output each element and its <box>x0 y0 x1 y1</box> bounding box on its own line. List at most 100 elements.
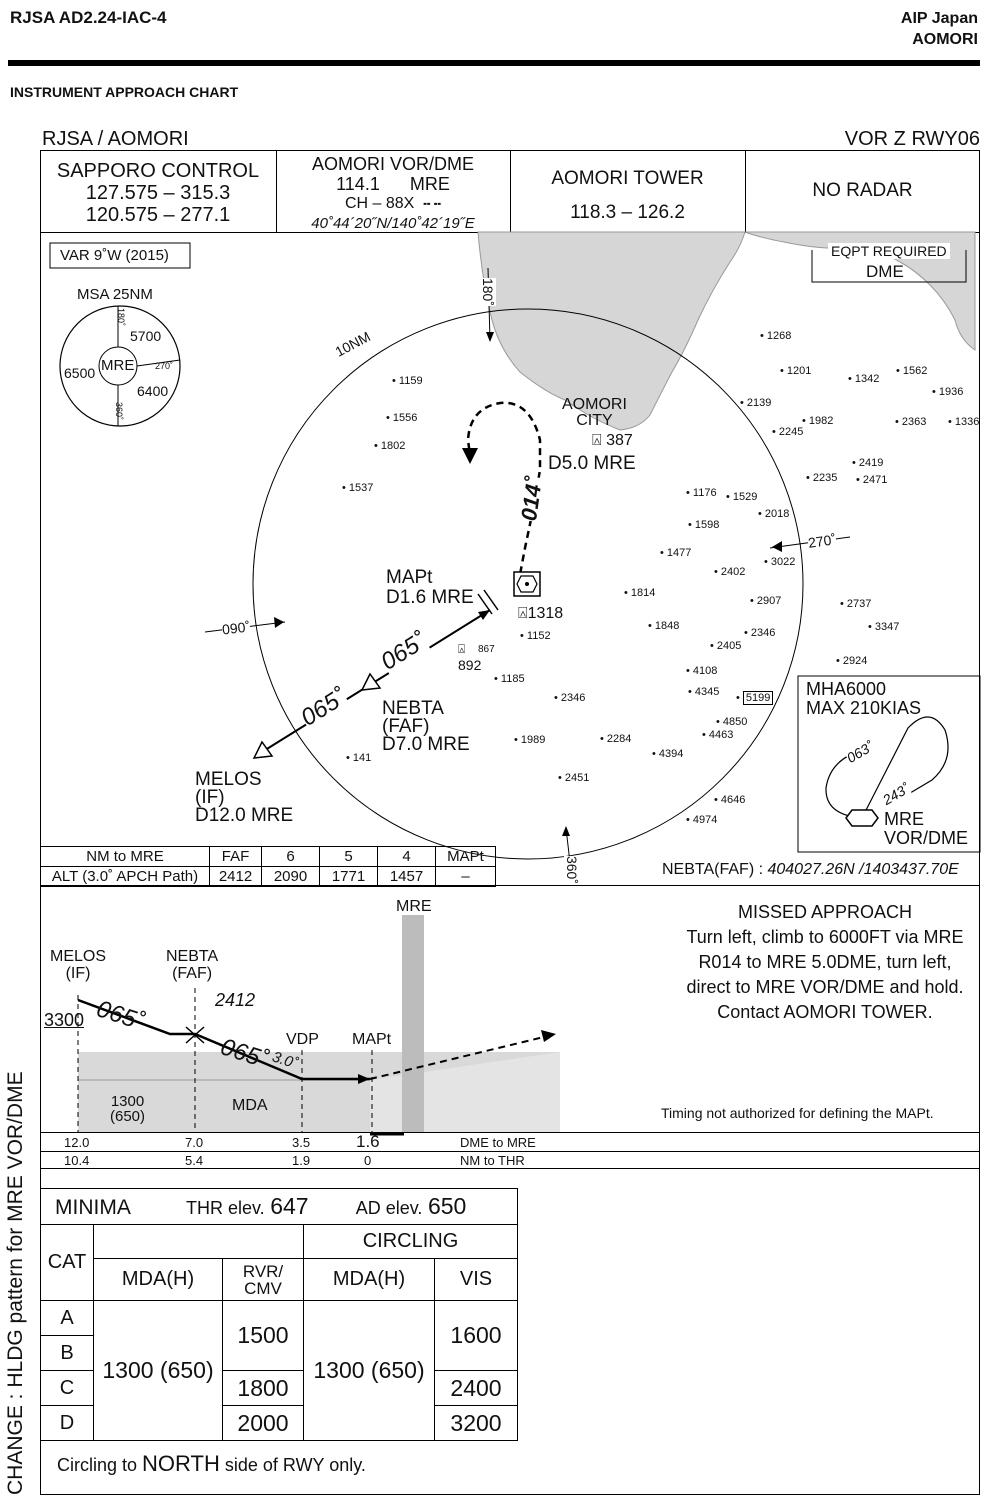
profile-mda-value: 1300 (650) <box>110 1094 145 1124</box>
spot-height: • 4394 <box>652 748 683 760</box>
dme-tick: 1.6 <box>356 1132 380 1151</box>
rvr-ab: 1500 <box>222 1300 304 1371</box>
spot-dot-icon: • <box>716 716 723 728</box>
nebta-fix: NEBTA (FAF) D7.0 MRE <box>382 698 470 754</box>
spot-height-value: 1159 <box>398 375 423 387</box>
thr-tick: 1.9 <box>292 1153 311 1168</box>
approach-course-line <box>261 609 491 753</box>
sapporo-name: SAPPORO CONTROL <box>56 160 260 182</box>
rvr-c: 1800 <box>222 1370 304 1406</box>
vis-header: VIS <box>434 1258 518 1301</box>
thr-tick: 5.4 <box>185 1153 204 1168</box>
holding-fix-type: VOR/DME <box>884 828 969 848</box>
circling-mda: 1300 (650) <box>303 1300 435 1441</box>
spot-height-value: 2737 <box>846 598 872 610</box>
melos-triangle <box>252 740 274 759</box>
profile-missed-path <box>369 1035 549 1080</box>
spot-height-value: 4463 <box>708 729 734 741</box>
vis-d: 3200 <box>434 1405 518 1441</box>
cat-header: CAT <box>40 1224 94 1301</box>
spot-dot-icon: • <box>760 330 767 342</box>
spot-height-value: 1982 <box>808 415 834 427</box>
spot-dot-icon: • <box>740 397 747 409</box>
spot-dot-icon: • <box>772 426 779 438</box>
mre-column <box>402 915 424 1132</box>
spot-height: • 4646 <box>714 794 745 806</box>
fix-name: NEBTA <box>382 698 444 719</box>
dist-cell: 1771 <box>319 866 378 887</box>
spot-dot-icon: • <box>780 365 787 377</box>
spot-height: • 4850 <box>716 716 747 728</box>
coastline-land <box>477 231 976 431</box>
mda-header: MDA(H) <box>93 1258 223 1301</box>
vor-freq: 114.1 <box>336 174 380 194</box>
dme-tick: 3.5 <box>292 1135 311 1150</box>
spot-height-value: 1268 <box>766 330 792 342</box>
spot-height-value: 1556 <box>392 412 418 424</box>
missed-approach-path <box>466 401 542 586</box>
holding-speed: MAX 210KIAS <box>806 698 922 718</box>
spot-dot-icon: • <box>840 598 847 610</box>
spot-height-value: 2245 <box>778 426 804 438</box>
vor-name: AOMORI VOR/DME <box>311 154 474 174</box>
coords-label: NEBTA(FAF) : <box>662 861 768 878</box>
spot-dot-icon: • <box>392 375 399 387</box>
vor-dme-info: AOMORI VOR/DME 114.1 MRE CH – 88X ╍ ╍ 40… <box>276 154 510 234</box>
dist-header: 6 <box>261 846 320 867</box>
profile-vdp: VDP <box>286 1031 319 1048</box>
morse-icon: ╍ ╍ <box>423 197 442 211</box>
eqpt-title: EQPT REQUIRED <box>828 243 950 259</box>
note-text: side of RWY only. <box>219 1455 366 1475</box>
circling-mda-header: MDA(H) <box>303 1258 435 1301</box>
holding-fix-name: MRE <box>884 809 924 829</box>
spot-dot-icon: • <box>848 373 855 385</box>
spot-height: • 1848 <box>648 620 679 632</box>
fix-role: (IF) <box>65 965 91 982</box>
msa-sector-5700: 5700 <box>130 328 162 344</box>
spot-dot-icon: • <box>868 621 875 633</box>
holding-box <box>797 675 981 853</box>
spot-height: • 141 <box>346 752 371 764</box>
spot-dot-icon: • <box>686 665 693 677</box>
spot-height-value: 2402 <box>720 566 746 578</box>
spot-height: • 1989 <box>514 734 545 746</box>
radial-label: 180˚ <box>480 277 497 307</box>
obstacle-height: 1318 <box>527 605 564 622</box>
dist-cell: 2090 <box>261 866 320 887</box>
coords-value: 404027.26N /1403437.70E <box>767 861 959 878</box>
melos-fix: MELOS (IF) D12.0 MRE <box>195 770 294 826</box>
missed-title: MISSED APPROACH <box>737 902 913 922</box>
obstacle-height: 387 <box>606 432 633 449</box>
chart-type: INSTRUMENT APPROACH CHART <box>10 84 239 100</box>
note-emphasis: NORTH <box>142 1451 220 1476</box>
profile-alt-3300: 3300 <box>44 1010 85 1030</box>
spot-dot-icon: • <box>624 587 631 599</box>
spot-height: • 2451 <box>558 772 589 784</box>
spot-height-value: 4646 <box>720 794 746 806</box>
spot-height-value: 2346 <box>750 627 776 639</box>
radial-label: 090˚ <box>221 618 251 638</box>
dme-tick: 7.0 <box>185 1135 204 1150</box>
publisher-block: AIP Japan AOMORI <box>901 8 978 50</box>
obstacle-icon: ⍓ <box>592 432 602 449</box>
spot-dot-icon: • <box>948 416 955 428</box>
spot-dot-icon: • <box>806 472 813 484</box>
fix-role: (FAF) <box>172 965 213 982</box>
eqpt-value: DME <box>866 262 904 281</box>
holding-pattern <box>825 716 949 819</box>
dist-cell: 2412 <box>209 866 262 887</box>
missed-line: direct to MRE VOR/DME and hold. <box>686 977 964 997</box>
circling-note: Circling to NORTH side of RWY only. <box>57 1451 366 1477</box>
eqpt-box <box>811 250 967 283</box>
spot-dot-icon: • <box>346 752 353 764</box>
profile-bottom-rule <box>40 1168 980 1169</box>
spot-height: • 5199 <box>736 691 774 705</box>
circling-header: CIRCLING <box>303 1224 518 1259</box>
fix-distance: D12.0 MRE <box>195 805 294 826</box>
spot-dot-icon: • <box>342 482 349 494</box>
msa-bearing-360: 360˚ <box>114 401 125 421</box>
spot-height-value: 1598 <box>694 519 720 531</box>
spot-dot-icon: • <box>802 415 809 427</box>
distance-table: NM to MRE FAF 6 5 4 MAPt ALT (3.0˚ APCH … <box>40 846 496 887</box>
spot-height-value: 1342 <box>854 373 880 385</box>
